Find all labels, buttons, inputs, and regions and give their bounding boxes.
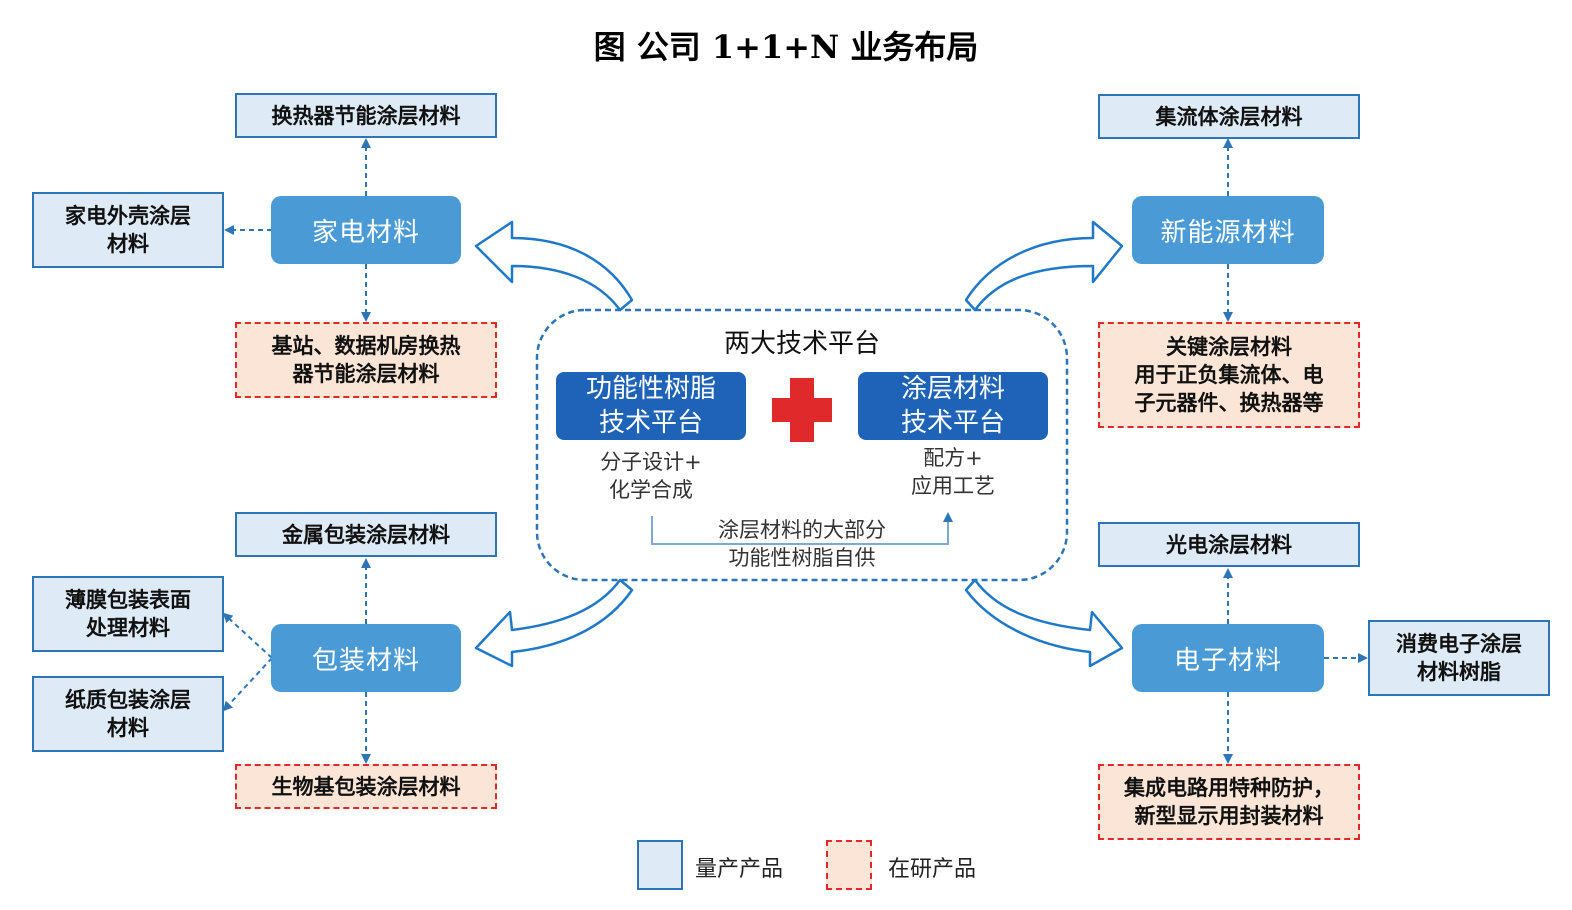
film-packaging-line2: 处理材料 <box>86 615 170 640</box>
arrow-to-electronics <box>964 578 1124 668</box>
category-packaging: 包装材料 <box>271 624 461 692</box>
self-supply-arrow <box>651 512 953 545</box>
category-appliance: 家电材料 <box>271 196 461 264</box>
center-heading: 两大技术平台 <box>723 329 880 359</box>
key-coating-line1: 关键涂层材料 <box>1166 334 1292 359</box>
product-optoelectronic-coating: 光电涂层材料 <box>1098 522 1360 567</box>
resin-note-line1: 分子设计+ <box>600 450 702 474</box>
product-consumer-electronics-resin: 消费电子涂层 材料树脂 <box>1368 620 1550 696</box>
diagram-title: 图 公司 1+1+N 业务布局 <box>593 28 979 66</box>
plus-icon <box>772 378 832 442</box>
resin-platform-line1: 功能性树脂 <box>585 374 716 404</box>
datacenter-line2: 器节能涂层材料 <box>292 361 440 386</box>
coating-note-line2: 应用工艺 <box>911 474 995 498</box>
legend-dev-swatch <box>826 840 872 890</box>
product-metal-packaging-coating: 金属包装涂层材料 <box>235 512 497 557</box>
arrow-to-appliance <box>474 220 634 312</box>
resin-platform-line2: 技术平台 <box>598 408 703 438</box>
coating-platform-line2: 技术平台 <box>900 408 1005 438</box>
ic-protection-line2: 新型显示用封装材料 <box>1134 803 1324 828</box>
product-current-collector-coating: 集流体涂层材料 <box>1098 94 1360 139</box>
resin-note-line2: 化学合成 <box>609 478 693 502</box>
arrow-to-new-energy <box>964 220 1124 312</box>
product-key-coating: 关键涂层材料 用于正负集流体、电 子元器件、换热器等 <box>1098 322 1360 428</box>
film-packaging-line1: 薄膜包装表面 <box>65 587 191 612</box>
self-supply-note: 涂层材料的大部分 功能性树脂自供 <box>640 516 964 572</box>
arrow-to-packaging <box>474 578 634 668</box>
product-paper-packaging-coating: 纸质包装涂层 材料 <box>32 676 224 752</box>
legend-mass-swatch <box>637 840 683 890</box>
category-new-energy: 新能源材料 <box>1132 196 1324 264</box>
legend-mass-label: 量产产品 <box>695 857 784 882</box>
product-biobased-packaging-coating: 生物基包装涂层材料 <box>235 764 497 809</box>
coating-note-line1: 配方+ <box>923 446 983 470</box>
product-ic-protection-encapsulation: 集成电路用特种防护， 新型显示用封装材料 <box>1098 764 1360 840</box>
appliance-shell-line1: 家电外壳涂层 <box>65 203 191 228</box>
paper-packaging-line2: 材料 <box>107 715 149 740</box>
product-appliance-shell-coating: 家电外壳涂层 材料 <box>32 192 224 268</box>
product-film-packaging-treatment: 薄膜包装表面 处理材料 <box>32 576 224 652</box>
resin-note: 分子设计+ 化学合成 <box>556 448 746 504</box>
consumer-electronics-line2: 材料树脂 <box>1417 659 1501 684</box>
coating-platform-line1: 涂层材料 <box>900 374 1005 404</box>
datacenter-line1: 基站、数据机房换热 <box>271 333 461 358</box>
category-electronics: 电子材料 <box>1132 624 1324 692</box>
product-datacenter-coating: 基站、数据机房换热 器节能涂层材料 <box>235 322 497 398</box>
product-heat-exchanger-coating: 换热器节能涂层材料 <box>235 93 497 138</box>
coating-note: 配方+ 应用工艺 <box>858 444 1048 500</box>
key-coating-line2: 用于正负集流体、电 <box>1134 362 1324 387</box>
key-coating-line3: 子元器件、换热器等 <box>1134 390 1324 415</box>
appliance-shell-line2: 材料 <box>107 231 149 256</box>
legend-dev-label: 在研产品 <box>888 857 977 882</box>
self-supply-line2: 功能性树脂自供 <box>728 546 876 570</box>
ic-protection-line1: 集成电路用特种防护， <box>1124 775 1334 800</box>
paper-packaging-line1: 纸质包装涂层 <box>65 687 191 712</box>
coating-platform: 涂层材料 技术平台 <box>858 372 1048 440</box>
resin-platform: 功能性树脂 技术平台 <box>556 372 746 440</box>
consumer-electronics-line1: 消费电子涂层 <box>1396 631 1522 656</box>
self-supply-line1: 涂层材料的大部分 <box>718 518 886 542</box>
